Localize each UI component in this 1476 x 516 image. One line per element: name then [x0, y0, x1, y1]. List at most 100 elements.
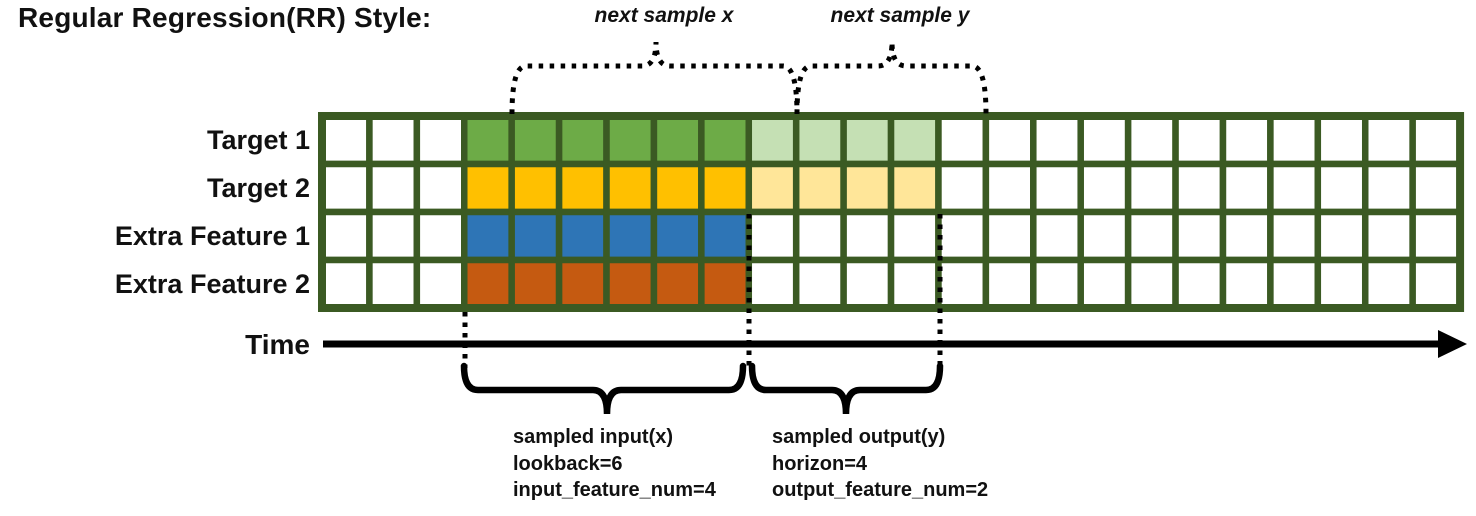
grid-cell: [603, 112, 658, 168]
grid-cell: [1267, 160, 1322, 216]
grid-cell: [935, 208, 990, 264]
grid-cell: [508, 112, 563, 168]
sampled-input-line-2: lookback=6: [513, 452, 623, 475]
sampled-input-annotation: sampled input(x) lookback=6 input_featur…: [513, 424, 716, 504]
grid-cell: [840, 256, 895, 312]
grid-cell: [603, 208, 658, 264]
grid-cell: [935, 160, 990, 216]
grid-cell: [1030, 256, 1084, 312]
grid-cell: [603, 256, 658, 312]
grid-cell: [555, 112, 610, 168]
grid-cell: [1314, 112, 1369, 168]
grid-cell: [1172, 112, 1227, 168]
grid-cell: [792, 208, 847, 264]
grid-cell: [650, 208, 705, 264]
sampled-input-line-1: sampled input(x): [513, 426, 674, 448]
sampled-output-line-1: sampled output(y): [772, 426, 946, 448]
grid-cell: [1361, 112, 1416, 168]
grid-cell: [1219, 256, 1274, 312]
grid-cell: [745, 160, 800, 216]
grid-cell: [1077, 160, 1132, 216]
grid-cell: [745, 208, 800, 264]
grid-cell: [508, 256, 563, 312]
grid-cell: [887, 160, 942, 216]
grid-cell: [1409, 112, 1464, 168]
grid-cell: [318, 112, 373, 168]
row-label-extra-feature-2: Extra Feature 2: [114, 269, 310, 299]
grid-cell: [1124, 256, 1179, 312]
sampled-output-brace: [748, 362, 944, 415]
grid-cell: [1124, 112, 1179, 168]
grid-cell: [1077, 208, 1132, 264]
grid-cell: [887, 256, 942, 312]
grid-cell: [1077, 256, 1132, 312]
grid-cell: [1361, 208, 1416, 264]
sampled-output-annotation: sampled output(y) horizon=4 output_featu…: [772, 424, 988, 504]
grid-cell: [1172, 256, 1227, 312]
sampled-output-line-2: horizon=4: [772, 452, 868, 475]
grid-cell: [982, 160, 1037, 216]
grid-cell: [840, 160, 895, 216]
grid-cell: [650, 112, 705, 168]
grid-cell: [1409, 256, 1464, 312]
grid-cell: [840, 112, 895, 168]
time-axis-label: Time: [245, 329, 310, 360]
grid-cell: [887, 208, 942, 264]
grid-cell: [887, 112, 942, 168]
grid-cell: [792, 160, 847, 216]
grid-cell: [698, 256, 753, 312]
grid-cell: [982, 112, 1037, 168]
grid-cell: [1077, 112, 1132, 168]
grid-cell: [366, 112, 421, 168]
row-label-target-1: Target 1: [206, 125, 310, 155]
grid-cell: [1030, 160, 1084, 216]
grid-cell: [1314, 256, 1369, 312]
grid-cell: [318, 208, 373, 264]
grid-cell: [792, 112, 847, 168]
sampled-output-line-3: output_feature_num=2: [772, 479, 989, 501]
grid-cell: [461, 112, 515, 168]
grid-cell: [366, 256, 421, 312]
grid-cell: [366, 208, 421, 264]
grid-cell: [1124, 208, 1179, 264]
grid-cell: [461, 208, 515, 264]
grid-cell: [698, 112, 753, 168]
grid-cell: [1361, 160, 1416, 216]
grid-cell: [555, 160, 610, 216]
sampled-input-brace: [460, 362, 747, 415]
grid-cell: [366, 160, 421, 216]
grid-cell: [650, 160, 705, 216]
grid-cell: [461, 160, 515, 216]
grid-cell: [1124, 160, 1179, 216]
grid-cell: [413, 160, 468, 216]
next-sample-x-brace: [509, 41, 800, 115]
grid-cell: [745, 256, 800, 312]
grid-cell: [1030, 112, 1084, 168]
grid-cell: [508, 208, 563, 264]
grid-cell: [1267, 256, 1322, 312]
grid-cell: [413, 112, 468, 168]
grid-cell: [413, 256, 468, 312]
grid-cell: [1314, 208, 1369, 264]
grid-cell: [318, 256, 373, 312]
grid-cell: [935, 256, 990, 312]
grid-cell: [1172, 160, 1227, 216]
grid-cell: [698, 208, 753, 264]
grid-cell: [1409, 208, 1464, 264]
grid-cell: [461, 256, 515, 312]
grid-cell: [1314, 160, 1369, 216]
sampled-input-line-3: input_feature_num=4: [513, 479, 716, 501]
grid-cell: [982, 208, 1037, 264]
grid-cell: [1361, 256, 1416, 312]
grid-cell: [1172, 208, 1227, 264]
grid-cell: [792, 256, 847, 312]
row-label-target-2: Target 2: [206, 173, 310, 203]
grid-cell: [1219, 112, 1274, 168]
grid-cell: [1409, 160, 1464, 216]
time-axis-arrow: [323, 330, 1467, 358]
grid-cell: [413, 208, 468, 264]
grid-cell: [508, 160, 563, 216]
grid-cell: [1219, 208, 1274, 264]
